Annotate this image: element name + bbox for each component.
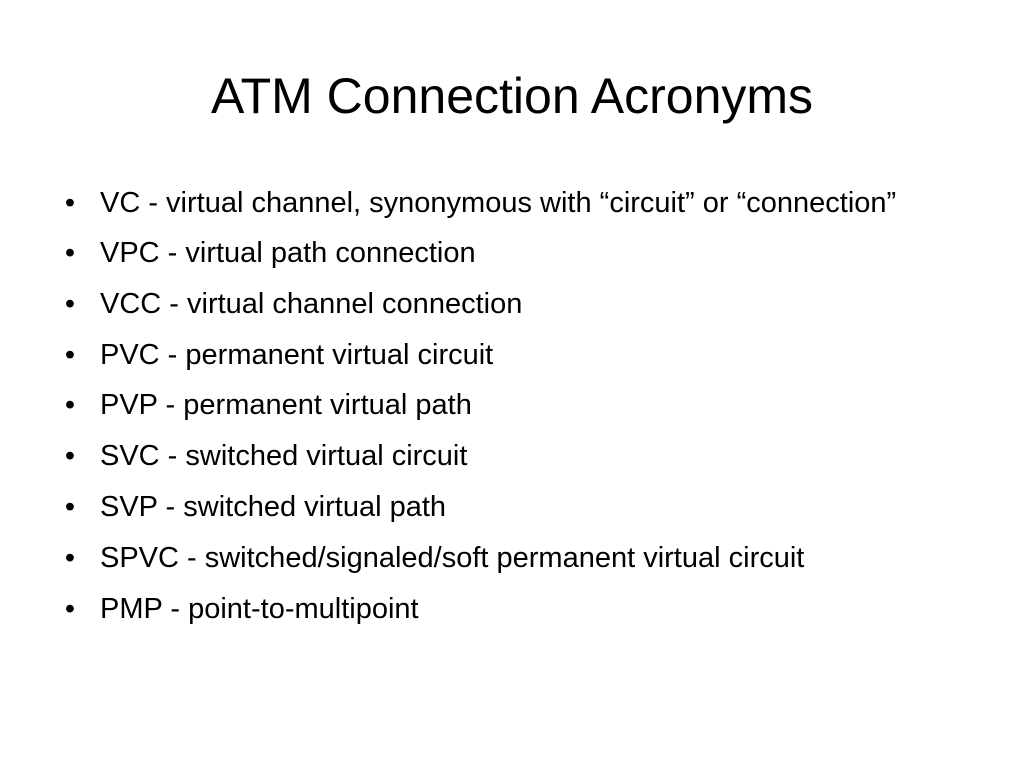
- list-item-text: SPVC - switched/signaled/soft permanent …: [100, 541, 805, 574]
- slide-title: ATM Connection Acronyms: [210, 68, 814, 124]
- bullet-icon: •: [64, 237, 76, 269]
- list-item-text: VC - virtual channel, synonymous with “c…: [100, 187, 897, 219]
- list-item-text: VCC - virtual channel connection: [100, 287, 523, 320]
- list-item: • SVC - switched virtual circuit: [60, 436, 970, 476]
- bullet-icon: •: [64, 389, 76, 422]
- bullet-icon: •: [64, 490, 76, 523]
- list-item: • VCC - virtual channel connection: [60, 284, 970, 324]
- list-item-text: VPC - virtual path connection: [100, 237, 476, 269]
- bullet-icon: •: [64, 187, 76, 219]
- list-item: • SPVC - switched/signaled/soft permanen…: [60, 538, 970, 578]
- list-item-text: SVP - switched virtual path: [100, 490, 447, 523]
- list-item: • VC - virtual channel, synonymous with …: [60, 183, 970, 223]
- bullet-list: • VC - virtual channel, synonymous with …: [60, 183, 970, 639]
- list-item-text: PMP - point-to-multipoint: [100, 592, 419, 625]
- bullet-icon: •: [64, 338, 76, 371]
- bullet-icon: •: [64, 440, 76, 473]
- bullet-icon: •: [64, 541, 76, 574]
- list-item: • PMP - point-to-multipoint: [60, 589, 970, 629]
- list-item-text: PVC - permanent virtual circuit: [100, 338, 494, 371]
- bullet-icon: •: [64, 287, 76, 320]
- list-item-text: PVP - permanent virtual path: [100, 389, 472, 422]
- bullet-icon: •: [64, 592, 76, 625]
- list-item: • PVP - permanent virtual path: [60, 385, 970, 425]
- list-item: • SVP - switched virtual path: [60, 487, 970, 527]
- list-item: • PVC - permanent virtual circuit: [60, 335, 970, 375]
- list-item-text: SVC - switched virtual circuit: [100, 440, 468, 473]
- list-item: • VPC - virtual path connection: [60, 233, 970, 273]
